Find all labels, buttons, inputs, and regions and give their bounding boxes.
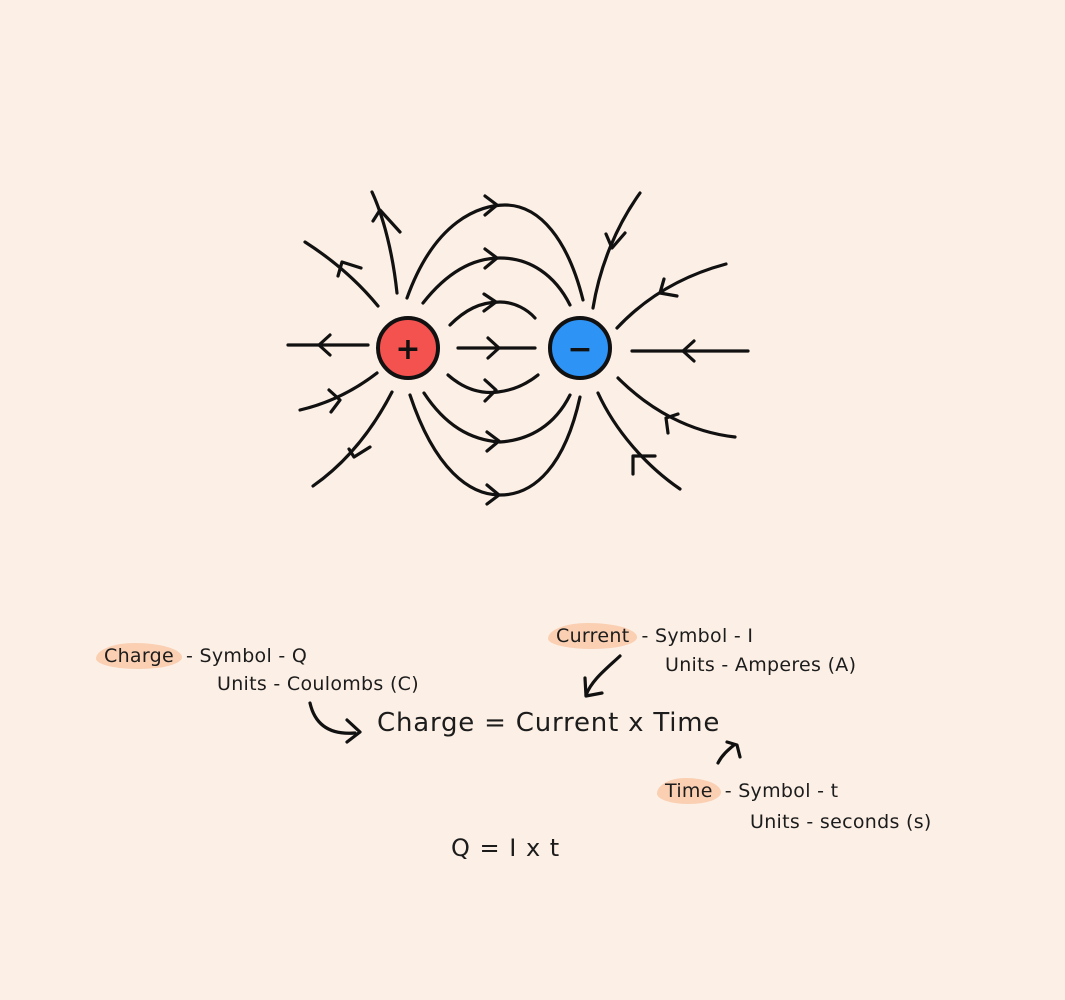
word-equation: Charge = Current x Time <box>377 708 721 738</box>
arrow-neg-right <box>681 339 696 363</box>
field-line-top-inner <box>448 300 537 327</box>
field-line-neg-up <box>591 191 642 310</box>
arrow-neg-upright <box>658 277 679 298</box>
field-line-top-mid <box>421 256 572 307</box>
arrow-bottom-inner <box>483 378 498 403</box>
arrow-neg-up <box>604 231 627 250</box>
arrow-pos-up <box>371 208 402 234</box>
charge-symbol-text: - Symbol - Q <box>185 645 308 667</box>
arrow-bottom-mid <box>485 430 501 453</box>
charge-note-arrow <box>308 701 357 735</box>
current-note-arrowhead <box>583 676 604 698</box>
arrow-pos-downleft <box>327 388 342 414</box>
field-line-pos-up <box>370 190 399 295</box>
positive-charge: + <box>376 316 440 380</box>
time-units: Units - seconds (s) <box>750 811 932 833</box>
arrow-center <box>486 336 501 360</box>
charge-units: Units - Coulombs (C) <box>217 673 419 695</box>
time-note-arrow <box>716 743 736 765</box>
arrow-neg-downright <box>664 412 680 435</box>
field-line-pos-upleft <box>303 240 380 308</box>
arrow-top-outer <box>483 194 499 217</box>
arrow-pos-left <box>317 333 332 357</box>
arrow-top-inner <box>482 292 498 313</box>
time-note: Time- Symbol - t <box>657 778 846 804</box>
arrow-top-mid <box>483 247 499 270</box>
field-line-neg-upright <box>615 262 728 330</box>
field-line-pos-downleft <box>298 371 379 412</box>
arrow-neg-down <box>631 454 657 476</box>
field-line-neg-down <box>596 391 682 491</box>
field-line-bottom-inner <box>446 373 540 395</box>
negative-charge: − <box>548 316 612 380</box>
current-symbol-text: - Symbol - I <box>641 625 754 647</box>
current-term: Current <box>548 623 638 649</box>
time-symbol-text: - Symbol - t <box>724 780 839 802</box>
time-note-arrowhead <box>725 740 742 759</box>
charge-note-arrowhead <box>345 718 362 744</box>
charge-note: Charge- Symbol - Q <box>96 643 315 669</box>
field-line-top-outer <box>405 203 585 302</box>
time-term: Time <box>657 778 721 804</box>
arrow-pos-down <box>347 445 372 459</box>
charge-term: Charge <box>96 643 182 669</box>
field-line-neg-downright <box>616 376 737 439</box>
current-note-arrow <box>584 654 622 697</box>
current-units: Units - Amperes (A) <box>665 654 857 676</box>
arrow-pos-upleft <box>336 260 363 278</box>
negative-symbol: − <box>567 332 592 367</box>
field-line-pos-down <box>311 390 394 488</box>
symbol-equation: Q = I x t <box>451 834 561 862</box>
positive-symbol: + <box>395 332 420 367</box>
arrow-bottom-outer <box>485 483 501 506</box>
current-note: Current- Symbol - I <box>548 623 761 649</box>
field-line-bottom-mid <box>422 391 572 444</box>
